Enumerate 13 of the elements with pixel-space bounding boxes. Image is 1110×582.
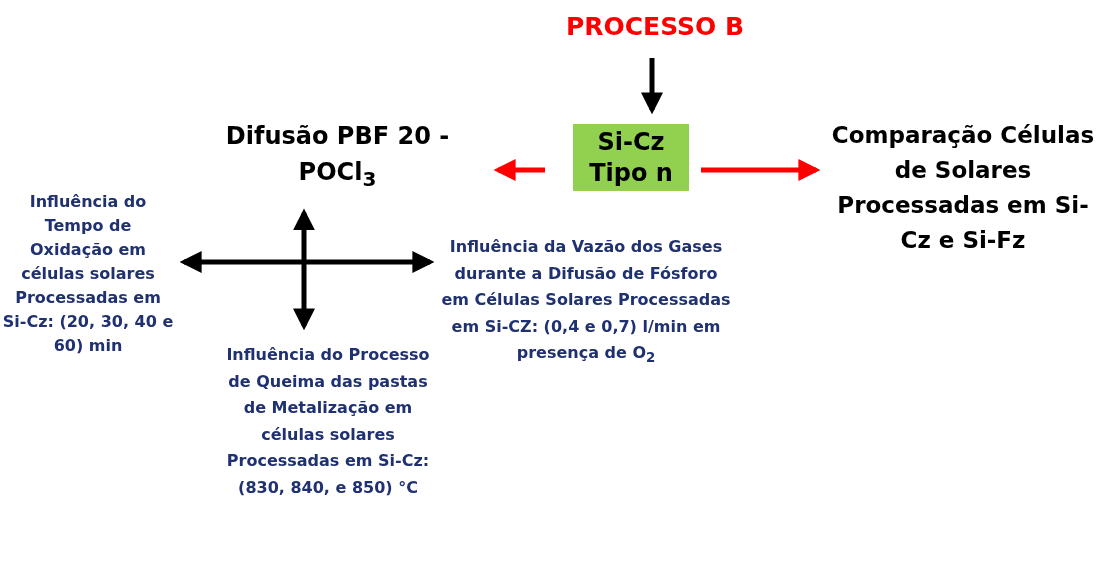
process-title: PROCESSO B: [564, 11, 746, 43]
arrow: [641, 58, 663, 115]
arrow: [701, 159, 821, 181]
study-note: Influência do Tempo de Oxidação em células solares Processadas em Si-Cz: (20, 30, 40 e 60) min: [2, 191, 174, 357]
arrow: [493, 159, 545, 181]
step-heading: Difusão PBF 20 - POCl$_{3}$: [224, 121, 451, 193]
arrow: [179, 251, 435, 273]
step-heading: Comparação Células de Solares Processadas em Si-Cz e Si-Fz: [830, 121, 1096, 255]
study-note: Influência da Vazão dos Gases durante a Difusão de Fósforo em Células Solares Processadas em Si-CZ: (0,4 e 0,7) l/min em presença de O$_{2}$: [440, 236, 732, 368]
process-box: [573, 124, 689, 191]
box-label: Si-Cz Tipo n: [588, 126, 674, 189]
study-note: Influência do Processo de Queima das pastas de Metalização em células solares Processadas em Si-Cz: (830, 840, e 850) °C: [225, 344, 431, 499]
arrow: [293, 208, 315, 331]
